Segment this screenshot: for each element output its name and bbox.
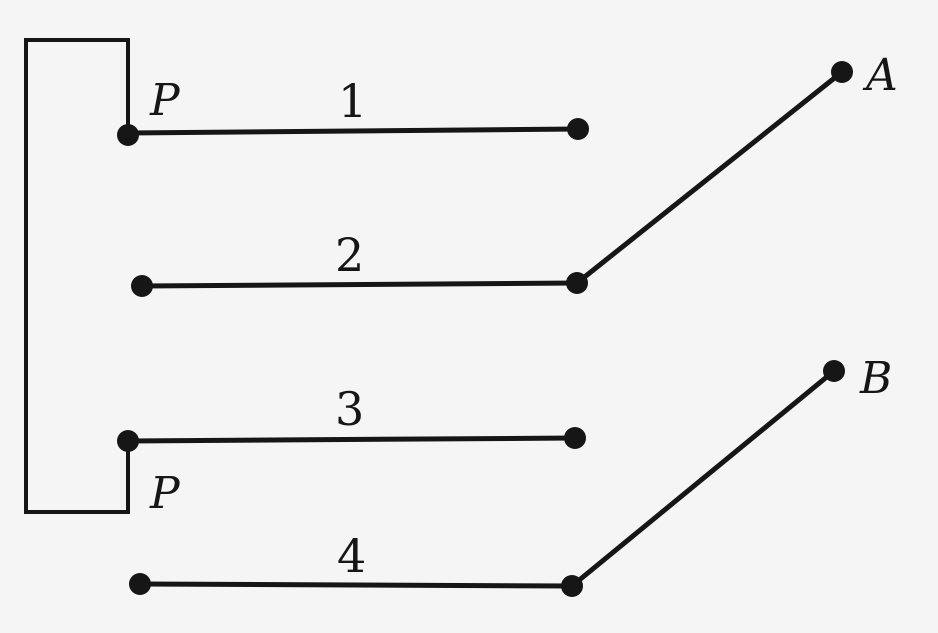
terminal-wire-4-end — [561, 575, 583, 597]
wire-4 — [139, 581, 573, 589]
wire-2-label: 2 — [335, 228, 364, 282]
a-label: A — [862, 50, 898, 101]
terminal-wire-4-start — [129, 573, 151, 595]
terminal-b — [823, 360, 845, 382]
p-top-label: P — [149, 75, 181, 126]
terminal-wire-2-start — [131, 275, 153, 297]
p-connector-loop — [24, 38, 130, 514]
b-label: B — [859, 353, 892, 404]
terminal-wire-3-end — [564, 427, 586, 449]
wire-1-label: 1 — [338, 74, 367, 128]
lead-to-a — [575, 70, 844, 285]
wire-3-label: 3 — [335, 382, 364, 436]
p-bottom-label: P — [149, 468, 181, 519]
terminal-wire-1-end — [567, 118, 589, 140]
terminal-p-top — [117, 124, 139, 146]
terminal-a — [831, 61, 853, 83]
wire-3 — [127, 435, 576, 444]
wire-2 — [141, 280, 578, 289]
terminal-wire-2-end — [566, 272, 588, 294]
terminal-p-bottom — [117, 430, 139, 452]
wire-1 — [127, 126, 579, 136]
wire-4-label: 4 — [337, 529, 366, 583]
lead-to-b — [570, 369, 836, 588]
